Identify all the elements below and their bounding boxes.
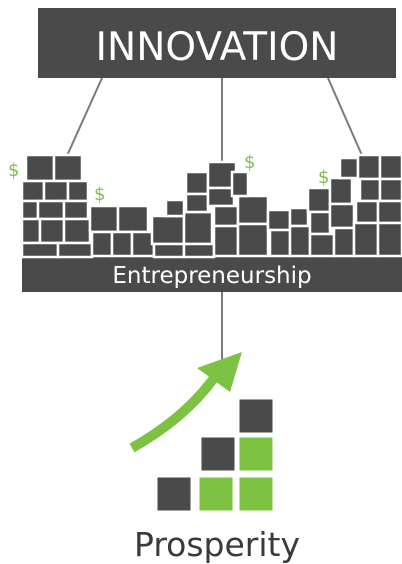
innovation-label: INNOVATION: [96, 25, 339, 70]
dollar-signs: $ $ $ $: [8, 152, 329, 205]
dollar-sign-icon: $: [244, 152, 255, 173]
dollar-sign-icon: $: [94, 184, 105, 205]
block-staircase-icon: [154, 396, 276, 514]
connector-right: [327, 77, 365, 161]
dollar-sign-icon: $: [8, 160, 19, 181]
innovation-banner-box: [38, 8, 396, 78]
dollar-sign-icon: $: [318, 167, 329, 188]
entrepreneurship-label: Entrepreneurship: [112, 263, 311, 289]
prosperity-label: Prosperity: [134, 525, 300, 564]
building-blocks-skyline-icon: Entrepreneurship: [20, 153, 402, 292]
innovation-banner: INNOVATION: [38, 8, 396, 78]
growth-arrow-icon: [129, 352, 242, 453]
connector-left: [65, 77, 103, 159]
entrepreneurship-band: [22, 256, 402, 292]
innovation-connectors: [65, 77, 365, 168]
